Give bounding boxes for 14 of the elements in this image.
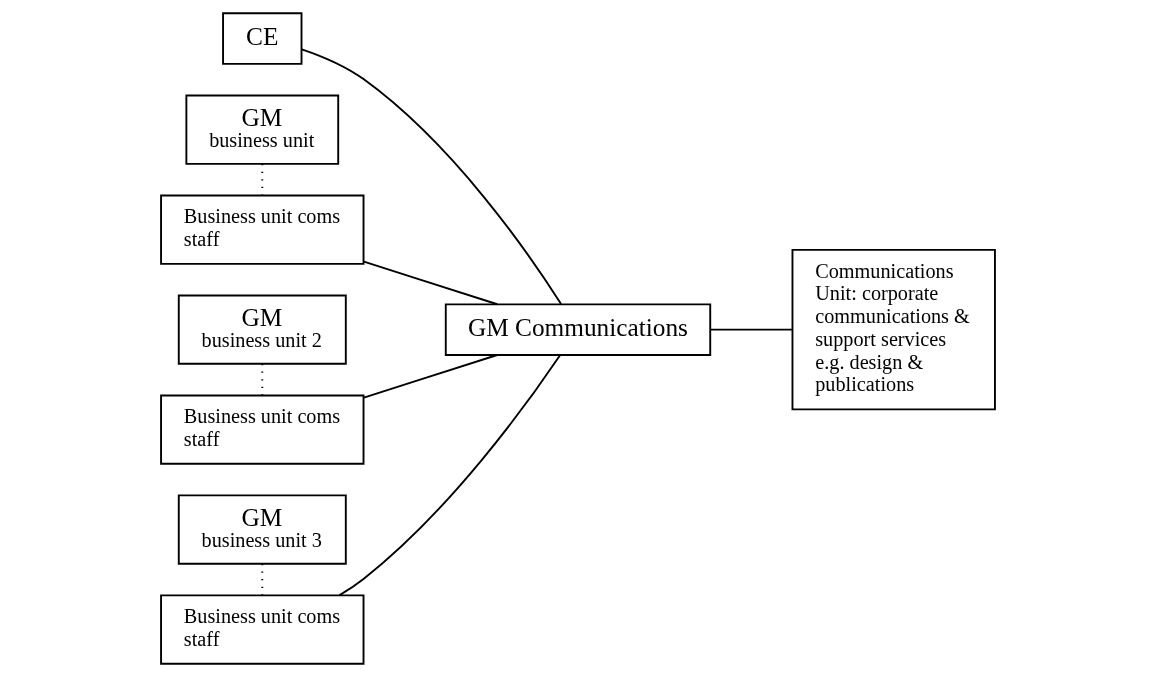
connector — [300, 48, 563, 306]
node-box: GM business unit 2 — [177, 294, 347, 365]
connector — [363, 354, 499, 399]
node-box: GM business unit — [185, 94, 340, 165]
node-box: Business unit coms staff — [160, 194, 365, 265]
node-box: Business unit coms staff — [160, 594, 365, 665]
node-box: Business unit coms staff — [160, 394, 365, 465]
node-box: Communications Unit: corporate communications & support services e.g. design & publications — [791, 248, 996, 411]
connector — [338, 354, 561, 597]
connector — [709, 328, 794, 331]
node-box: GM business unit 3 — [177, 494, 347, 565]
node-box: CE — [222, 12, 303, 65]
node-box: GM Communications — [444, 303, 712, 356]
connector — [363, 260, 499, 306]
